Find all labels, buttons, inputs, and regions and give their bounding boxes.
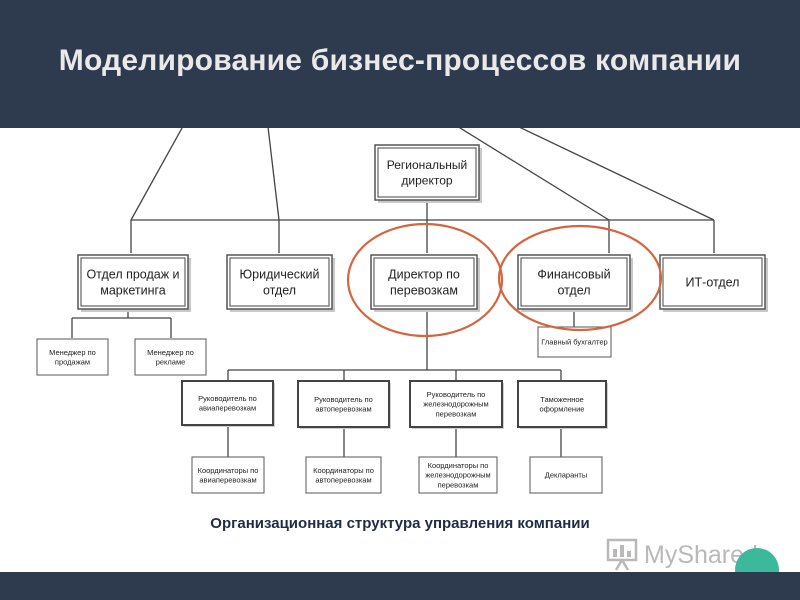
node-inner-border: [377, 147, 477, 198]
node-inner-border: [520, 257, 628, 307]
diagram-caption: Организационная структура управления ком…: [210, 515, 590, 532]
slide-header: Моделирование бизнес-процессов компании: [0, 0, 800, 128]
node-box-legal: [226, 254, 333, 310]
node-box-auto-coord: [305, 456, 382, 494]
node-label-it: ИТ-отдел: [686, 275, 740, 289]
node-box-transport-director: [370, 254, 478, 310]
node-box-finance: [517, 254, 631, 310]
node-box-rail-coord: [418, 456, 498, 494]
node-inner-border: [229, 257, 330, 307]
slide-title: Моделирование бизнес-процессов компании: [58, 44, 742, 77]
node-box-it: [659, 254, 766, 310]
node-box-air-head: [181, 380, 274, 426]
node-box-rail-head: [409, 380, 503, 428]
node-inner-border: [80, 257, 186, 307]
connector-line: [458, 128, 610, 221]
node-box-auto-head: [297, 380, 390, 428]
node-box-regional-director: [374, 144, 480, 201]
node-inner-border: [373, 257, 475, 307]
node-box-ad-manager: [134, 338, 207, 376]
node-box-declarants: [529, 456, 603, 494]
slide-footer: [0, 572, 800, 600]
node-label-chief-accountant: Главный бухгалтер: [541, 338, 607, 347]
presentation-icon: [606, 538, 638, 571]
node-box-chief-accountant: [537, 326, 612, 358]
connector-line: [130, 128, 183, 221]
highlight-ellipse-finance: [497, 224, 663, 332]
node-box-sales-marketing: [77, 254, 189, 310]
highlight-ellipse-transport: [346, 222, 504, 338]
node-box-sales-manager: [36, 338, 109, 376]
connector-line: [519, 128, 715, 221]
node-box-air-coord: [191, 456, 265, 494]
node-box-customs: [517, 380, 607, 428]
node-inner-border: [662, 257, 763, 307]
node-label-declarants: Декларанты: [545, 471, 587, 480]
connector-line: [267, 128, 280, 221]
